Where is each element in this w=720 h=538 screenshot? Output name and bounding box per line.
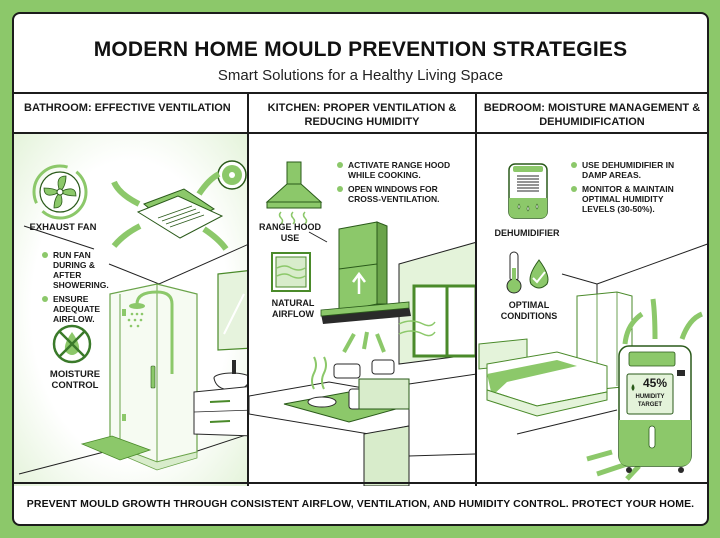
bullet-dot-icon [337,186,343,192]
kitchen-scene [249,221,475,486]
page-title: MODERN HOME MOULD PREVENTION STRATEGIES [93,38,628,61]
bathroom-bullets: RUN FAN DURING & AFTER SHOWERING. ENSURE… [42,250,112,328]
humidity-label: HUMIDITY [635,394,665,400]
bathroom-heading: BATHROOM: EFFECTIVE VENTILATION [14,94,249,132]
bed-icon [478,338,608,417]
section-headings: BATHROOM: EFFECTIVE VENTILATION KITCHEN:… [14,94,707,134]
bullet-item: MONITOR & MAINTAIN OPTIMAL HUMIDITY LEVE… [571,184,691,214]
footer-text: PREVENT MOULD GROWTH THROUGH CONSISTENT … [26,498,695,510]
bullet-dot-icon [42,296,48,302]
bullet-item: OPEN WINDOWS FOR CROSS-VENTILATION. [337,184,467,204]
panels: EXHAUST FAN RUN FAN [14,134,707,486]
header: MODERN HOME MOULD PREVENTION STRATEGIES … [14,14,707,94]
exhaust-fan-label: EXHAUST FAN [29,222,97,233]
bullet-item: USE DEHUMIDIFIER IN DAMP AREAS. [571,160,691,180]
dehumidifier-icon [508,163,548,219]
natural-airflow-icon [271,252,311,292]
sink-icon [193,270,247,437]
thermometer-icon [506,251,549,294]
dehumidifier-label: DEHUMIDIFIER [494,228,560,238]
bullet-dot-icon [571,186,577,192]
range-hood-icon [265,161,323,225]
exhaust-fan-icon [32,164,88,220]
kitchen-bullets: ACTIVATE RANGE HOOD WHILE COOKING. OPEN … [337,160,467,208]
bathroom-panel: EXHAUST FAN RUN FAN [14,134,249,486]
bullet-dot-icon [571,162,577,168]
shower-icon [109,283,198,471]
large-dehumidifier [618,345,692,473]
bullet-dot-icon [337,162,343,168]
bullet-item: ENSURE ADEQUATE AIRFLOW. [42,294,112,324]
range-hood-label: RANGE HOOD USE [259,222,322,243]
bedroom-scene [478,243,707,481]
bullet-dot-icon [42,252,48,258]
bedroom-heading: BEDROOM: MOISTURE MANAGEMENT & DEHUMIDIF… [483,102,701,128]
page-subtitle: Smart Solutions for a Healthy Living Spa… [217,67,504,84]
infographic-frame: MODERN HOME MOULD PREVENTION STRATEGIES … [12,12,709,526]
bath-mat [80,435,152,461]
footer: PREVENT MOULD GROWTH THROUGH CONSISTENT … [14,482,707,524]
kitchen-panel: RANGE HOOD USE NATURAL AIRFLOW ACTIVATE … [249,134,477,486]
bedroom-panel: DEHUMIDIFIER OPTIMAL CONDITIONS USE DEHU… [477,134,707,486]
bullet-item: RUN FAN DURING & AFTER SHOWERING. [42,250,112,290]
no-moisture-icon [52,324,92,364]
natural-airflow-label: NATURAL AIRFLOW [271,298,315,319]
bedroom-bullets: USE DEHUMIDIFIER IN DAMP AREAS. MONITOR … [571,160,691,218]
optimal-conditions-label: OPTIMAL CONDITIONS [500,300,558,321]
ceiling-exhaust-vent [111,171,229,251]
bullet-item: ACTIVATE RANGE HOOD WHILE COOKING. [337,160,467,180]
moisture-control-label: MOISTURE CONTROL [49,369,101,391]
humidity-value: 45% [642,376,668,390]
humidity-target-label: TARGET [637,402,663,408]
kitchen-heading: KITCHEN: PROPER VENTILATION & REDUCING H… [249,94,477,132]
